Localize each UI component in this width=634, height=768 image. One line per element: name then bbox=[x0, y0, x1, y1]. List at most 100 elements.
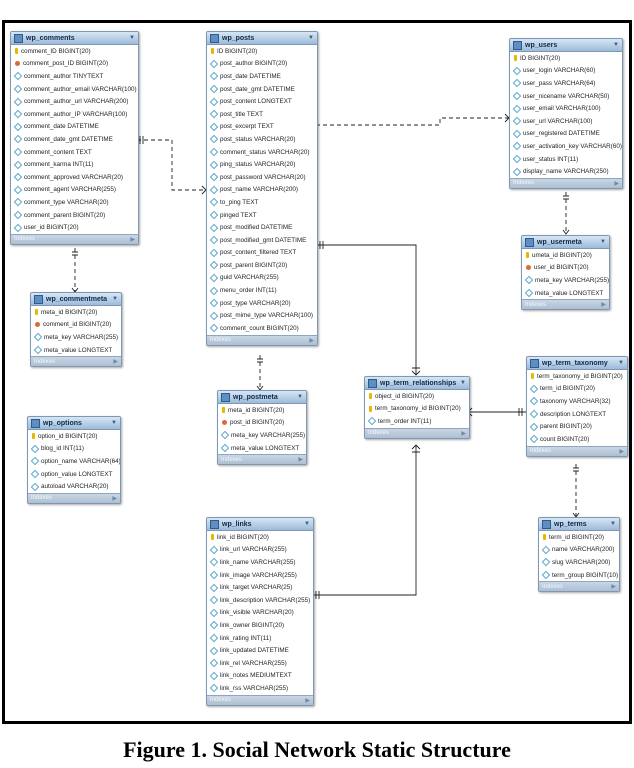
column-row[interactable]: comment_ID BIGINT(20) bbox=[11, 45, 138, 58]
column-row[interactable]: umeta_id BIGINT(20) bbox=[522, 249, 609, 262]
column-row[interactable]: post_modified_gmt DATETIME bbox=[207, 234, 317, 247]
table-wp-users[interactable]: wp_users▼ID BIGINT(20)user_login VARCHAR… bbox=[509, 38, 623, 189]
column-row[interactable]: meta_key VARCHAR(255) bbox=[218, 429, 306, 442]
column-row[interactable]: post_status VARCHAR(20) bbox=[207, 133, 317, 146]
column-row[interactable]: link_updated DATETIME bbox=[207, 644, 313, 657]
collapse-arrow-icon[interactable]: ▼ bbox=[618, 360, 624, 366]
column-row[interactable]: user_status INT(11) bbox=[510, 153, 622, 166]
column-row[interactable]: comment_author TINYTEXT bbox=[11, 70, 138, 83]
expand-arrow-icon[interactable]: ▶ bbox=[614, 180, 619, 187]
column-row[interactable]: post_parent BIGINT(20) bbox=[207, 259, 317, 272]
column-row[interactable]: object_id BIGINT(20) bbox=[365, 390, 469, 403]
table-header[interactable]: wp_options▼ bbox=[28, 417, 120, 430]
indexes-footer[interactable]: Indexes▶ bbox=[11, 233, 138, 244]
indexes-footer[interactable]: Indexes▶ bbox=[207, 334, 317, 345]
column-row[interactable]: comment_status VARCHAR(20) bbox=[207, 146, 317, 159]
expand-arrow-icon[interactable]: ▶ bbox=[461, 430, 466, 437]
expand-arrow-icon[interactable]: ▶ bbox=[611, 584, 616, 591]
table-header[interactable]: wp_postmeta▼ bbox=[218, 391, 306, 404]
collapse-arrow-icon[interactable]: ▼ bbox=[111, 420, 117, 426]
column-row[interactable]: comment_karma INT(11) bbox=[11, 158, 138, 171]
column-row[interactable]: comment_date_gmt DATETIME bbox=[11, 133, 138, 146]
column-row[interactable]: user_registered DATETIME bbox=[510, 128, 622, 141]
column-row[interactable]: meta_id BIGINT(20) bbox=[218, 404, 306, 417]
table-header[interactable]: wp_users▼ bbox=[510, 39, 622, 52]
table-wp-usermeta[interactable]: wp_usermeta▼umeta_id BIGINT(20)user_id B… bbox=[521, 235, 610, 311]
table-wp-links[interactable]: wp_links▼link_id BIGINT(20)link_url VARC… bbox=[206, 517, 314, 706]
column-row[interactable]: pinged TEXT bbox=[207, 209, 317, 222]
column-row[interactable]: autoload VARCHAR(20) bbox=[28, 480, 120, 493]
column-row[interactable]: slug VARCHAR(200) bbox=[539, 556, 619, 569]
column-row[interactable]: guid VARCHAR(255) bbox=[207, 272, 317, 285]
column-row[interactable]: user_pass VARCHAR(64) bbox=[510, 77, 622, 90]
column-row[interactable]: link_description VARCHAR(255) bbox=[207, 594, 313, 607]
column-row[interactable]: user_nicename VARCHAR(50) bbox=[510, 90, 622, 103]
expand-arrow-icon[interactable]: ▶ bbox=[130, 236, 135, 243]
collapse-arrow-icon[interactable]: ▼ bbox=[460, 380, 466, 386]
table-header[interactable]: wp_comments▼ bbox=[11, 32, 138, 45]
column-row[interactable]: meta_value LONGTEXT bbox=[218, 442, 306, 455]
column-row[interactable]: comment_type VARCHAR(20) bbox=[11, 196, 138, 209]
column-row[interactable]: post_id BIGINT(20) bbox=[218, 417, 306, 430]
indexes-footer[interactable]: Indexes▶ bbox=[207, 694, 313, 705]
column-row[interactable]: link_rel VARCHAR(255) bbox=[207, 657, 313, 670]
expand-arrow-icon[interactable]: ▶ bbox=[298, 457, 303, 464]
expand-arrow-icon[interactable]: ▶ bbox=[112, 495, 117, 502]
column-row[interactable]: description LONGTEXT bbox=[527, 408, 627, 421]
column-row[interactable]: meta_key VARCHAR(255) bbox=[31, 331, 121, 344]
column-row[interactable]: link_notes MEDIUMTEXT bbox=[207, 670, 313, 683]
table-header[interactable]: wp_term_relationships▼ bbox=[365, 377, 469, 390]
column-row[interactable]: link_name VARCHAR(255) bbox=[207, 556, 313, 569]
column-row[interactable]: term_order INT(11) bbox=[365, 415, 469, 428]
column-row[interactable]: post_content_filtered TEXT bbox=[207, 247, 317, 260]
column-row[interactable]: post_modified DATETIME bbox=[207, 221, 317, 234]
column-row[interactable]: post_content LONGTEXT bbox=[207, 95, 317, 108]
column-row[interactable]: comment_approved VARCHAR(20) bbox=[11, 171, 138, 184]
column-row[interactable]: ID BIGINT(20) bbox=[207, 45, 317, 58]
column-row[interactable]: blog_id INT(11) bbox=[28, 443, 120, 456]
indexes-footer[interactable]: Indexes▶ bbox=[539, 581, 619, 592]
column-row[interactable]: link_visible VARCHAR(20) bbox=[207, 607, 313, 620]
column-row[interactable]: meta_value LONGTEXT bbox=[31, 344, 121, 357]
table-wp-postmeta[interactable]: wp_postmeta▼meta_id BIGINT(20)post_id BI… bbox=[217, 390, 307, 466]
expand-arrow-icon[interactable]: ▶ bbox=[619, 448, 624, 455]
table-wp-posts[interactable]: wp_posts▼ID BIGINT(20)post_author BIGINT… bbox=[206, 31, 318, 346]
column-row[interactable]: link_rating INT(11) bbox=[207, 632, 313, 645]
column-row[interactable]: user_id BIGINT(20) bbox=[11, 221, 138, 234]
table-wp-term-relationships[interactable]: wp_term_relationships▼object_id BIGINT(2… bbox=[364, 376, 470, 439]
column-row[interactable]: post_author BIGINT(20) bbox=[207, 58, 317, 71]
collapse-arrow-icon[interactable]: ▼ bbox=[613, 42, 619, 48]
column-row[interactable]: user_email VARCHAR(100) bbox=[510, 102, 622, 115]
column-row[interactable]: to_ping TEXT bbox=[207, 196, 317, 209]
column-row[interactable]: link_id BIGINT(20) bbox=[207, 531, 313, 544]
collapse-arrow-icon[interactable]: ▼ bbox=[610, 521, 616, 527]
column-row[interactable]: post_type VARCHAR(20) bbox=[207, 297, 317, 310]
column-row[interactable]: post_excerpt TEXT bbox=[207, 121, 317, 134]
column-row[interactable]: term_id BIGINT(20) bbox=[527, 383, 627, 396]
column-row[interactable]: link_image VARCHAR(255) bbox=[207, 569, 313, 582]
table-wp-comments[interactable]: wp_comments▼comment_ID BIGINT(20) comment… bbox=[10, 31, 139, 245]
table-header[interactable]: wp_terms▼ bbox=[539, 518, 619, 531]
expand-arrow-icon[interactable]: ▶ bbox=[113, 359, 118, 366]
column-row[interactable]: option_value LONGTEXT bbox=[28, 468, 120, 481]
collapse-arrow-icon[interactable]: ▼ bbox=[600, 239, 606, 245]
column-row[interactable]: comment_agent VARCHAR(255) bbox=[11, 184, 138, 197]
column-row[interactable]: post_date DATETIME bbox=[207, 70, 317, 83]
table-header[interactable]: wp_links▼ bbox=[207, 518, 313, 531]
column-row[interactable]: comment_author_IP VARCHAR(100) bbox=[11, 108, 138, 121]
column-row[interactable]: user_login VARCHAR(60) bbox=[510, 65, 622, 78]
collapse-arrow-icon[interactable]: ▼ bbox=[308, 35, 314, 41]
column-row[interactable]: meta_value LONGTEXT bbox=[522, 287, 609, 300]
expand-arrow-icon[interactable]: ▶ bbox=[601, 302, 606, 309]
column-row[interactable]: term_group BIGINT(10) bbox=[539, 569, 619, 582]
indexes-footer[interactable]: Indexes▶ bbox=[31, 356, 121, 367]
column-row[interactable]: link_owner BIGINT(20) bbox=[207, 619, 313, 632]
column-row[interactable]: comment_content TEXT bbox=[11, 146, 138, 159]
column-row[interactable]: meta_key VARCHAR(255) bbox=[522, 274, 609, 287]
expand-arrow-icon[interactable]: ▶ bbox=[309, 337, 314, 344]
column-row[interactable]: post_mime_type VARCHAR(100) bbox=[207, 309, 317, 322]
indexes-footer[interactable]: Indexes▶ bbox=[510, 177, 622, 188]
column-row[interactable]: comment_date DATETIME bbox=[11, 121, 138, 134]
column-row[interactable]: user_id BIGINT(20) bbox=[522, 262, 609, 275]
column-row[interactable]: name VARCHAR(200) bbox=[539, 544, 619, 557]
